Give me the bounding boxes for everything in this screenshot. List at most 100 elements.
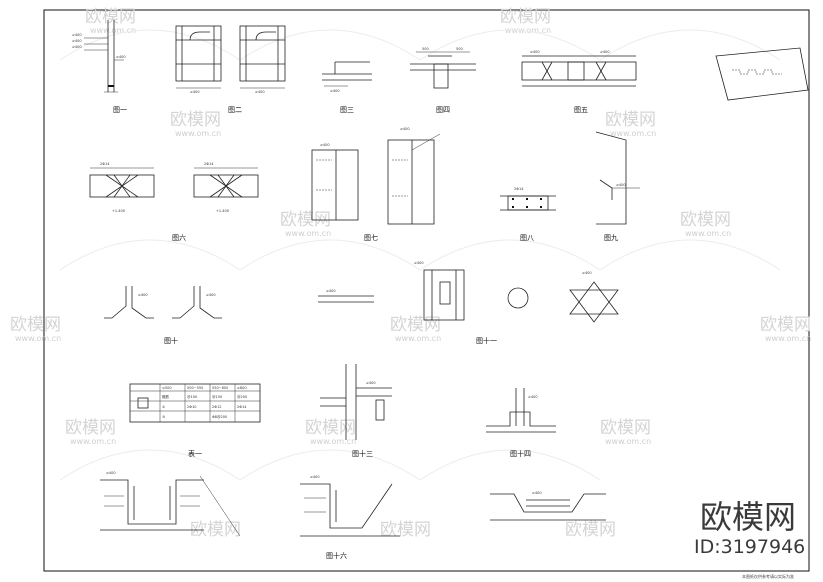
- figure-1: ≥400 ≥400 ≥400 ≥400 图一: [72, 20, 127, 114]
- table-1-cell: Φ8@200: [212, 415, 227, 419]
- svg-text:≥400: ≥400: [106, 471, 116, 475]
- figure-10: ≥400 ≥400 图十: [104, 286, 222, 345]
- watermark-site: www.om.cn: [605, 437, 651, 446]
- figure-7: ≥400 ≥400 图七: [311, 127, 441, 242]
- watermark-tile: 欧模网 www.om.cn: [680, 210, 731, 238]
- table-1-header-4: ≥800: [237, 386, 247, 390]
- svg-text:≥400: ≥400: [400, 127, 410, 131]
- watermark-site: www.om.cn: [285, 229, 331, 238]
- watermark-brand: 欧模网: [190, 520, 241, 540]
- svg-text:≥400: ≥400: [330, 89, 340, 93]
- figure-9: ≥400 图九: [595, 131, 640, 242]
- figure-5: ≥400 ≥400 图五: [521, 50, 637, 114]
- figure-13-caption: 图十三: [352, 449, 373, 458]
- figure-13: ≥400 图十三: [320, 364, 392, 458]
- svg-text:≥400: ≥400: [206, 293, 216, 297]
- table-1: ≤500 500~550 550~800 ≥800 箍筋 @100 @150 @…: [129, 383, 261, 458]
- svg-text:≥400: ≥400: [532, 491, 542, 495]
- figure-2-caption: 图二: [228, 106, 242, 114]
- figure-4-caption: 图四: [436, 106, 450, 114]
- watermark-brand: 欧模网: [380, 520, 431, 540]
- watermark-arcs: [59, 29, 781, 481]
- watermark-site: www.om.cn: [70, 437, 116, 446]
- figure-7-caption: 图七: [364, 233, 378, 242]
- watermark-brand: 欧模网: [10, 315, 61, 335]
- svg-text:≥400: ≥400: [255, 90, 265, 94]
- watermark-tile: 欧模网 www.om.cn: [390, 315, 441, 343]
- svg-text:+1.400: +1.400: [112, 209, 125, 213]
- sheet-border: [43, 9, 810, 572]
- svg-text:≥400: ≥400: [528, 395, 538, 399]
- watermark-site: www.om.cn: [90, 26, 136, 35]
- watermark-site: www.om.cn: [505, 26, 551, 35]
- footer-note: 本图纸仅供参考请以实际为准: [742, 573, 794, 579]
- table-1-cell: 箍筋: [162, 394, 169, 399]
- watermark-tile: 欧模网 www.om.cn: [170, 110, 221, 138]
- watermark-brand: 欧模网: [305, 418, 356, 438]
- watermark-brand: 欧模网: [760, 315, 811, 335]
- svg-text:≥400: ≥400: [190, 90, 200, 94]
- watermark-tile: 欧模网: [380, 520, 431, 540]
- watermark-tile: 欧模网 www.om.cn: [85, 7, 136, 35]
- svg-text:2Φ14: 2Φ14: [514, 187, 524, 191]
- table-1-cell: ③: [162, 415, 165, 419]
- brand-watermark: 欧模网 ID:3197946: [694, 498, 805, 558]
- table-1-caption: 表一: [188, 449, 202, 458]
- watermark-tile: 欧模网 www.om.cn: [605, 110, 656, 138]
- watermark-brand: 欧模网: [85, 7, 136, 27]
- figure-16: ≥400 图十六: [300, 475, 400, 560]
- watermark-site: www.om.cn: [610, 129, 656, 138]
- watermark-brand: 欧模网: [65, 418, 116, 438]
- figure-9-caption: 图九: [604, 233, 618, 242]
- svg-text:2Φ14: 2Φ14: [100, 162, 110, 166]
- watermark-tile: 欧模网 www.om.cn: [600, 418, 651, 446]
- watermark-site: www.om.cn: [310, 437, 356, 446]
- svg-text:≥400: ≥400: [310, 475, 320, 479]
- table-1-cell: 2Φ10: [187, 405, 196, 409]
- svg-text:≥400: ≥400: [582, 271, 592, 275]
- figure-8: 2Φ14 图八: [500, 187, 556, 242]
- watermark-tile: 欧模网: [190, 520, 241, 540]
- svg-text:≥400: ≥400: [530, 50, 540, 54]
- watermark-tile: 欧模网 www.om.cn: [65, 418, 116, 446]
- figure-14-caption: 图十四: [510, 449, 531, 458]
- watermark-brand: 欧模网: [170, 110, 221, 130]
- figure-1-caption: 图一: [113, 106, 127, 114]
- section-detail-left: ≥400: [100, 471, 241, 537]
- watermark-brand: 欧模网: [680, 210, 731, 230]
- watermark-tile: 欧模网 www.om.cn: [500, 7, 551, 35]
- table-1-cell: @100: [187, 395, 197, 399]
- watermark-site: www.om.cn: [395, 334, 441, 343]
- watermark-site: www.om.cn: [685, 229, 731, 238]
- figure-6-caption: 图六: [172, 233, 186, 242]
- watermark-tile: 欧模网 www.om.cn: [10, 315, 61, 343]
- watermark-site: www.om.cn: [765, 334, 811, 343]
- svg-text:≥400: ≥400: [72, 39, 82, 43]
- table-1-cell: @200: [237, 395, 247, 399]
- watermark-tile: 欧模网 www.om.cn: [760, 315, 811, 343]
- svg-text:≥400: ≥400: [414, 261, 424, 265]
- svg-text:≥400: ≥400: [616, 183, 626, 187]
- figure-6: 2Φ14 2Φ14 +1.400 +1.400 图六: [89, 162, 259, 242]
- table-1-cell: ②: [162, 405, 165, 409]
- svg-text:2Φ14: 2Φ14: [204, 162, 214, 166]
- figure-11-caption: 图十一: [476, 336, 497, 345]
- table-1-cell: @150: [212, 395, 222, 399]
- plan-sketch: [715, 47, 809, 101]
- watermark-brand: 欧模网: [565, 520, 616, 540]
- watermark-layer: 欧模网 www.om.cn 欧模网 www.om.cn 欧模网 www.om.c…: [10, 7, 811, 540]
- section-detail-right: ≥400: [490, 491, 606, 521]
- watermark-brand: 欧模网: [390, 315, 441, 335]
- figure-5-caption: 图五: [574, 106, 588, 114]
- figure-14: ≥400 图十四: [486, 388, 556, 458]
- figure-4: 500 500 图四: [410, 47, 476, 114]
- table-1-header-2: 500~550: [187, 386, 203, 390]
- figure-10-caption: 图十: [164, 336, 178, 345]
- svg-text:≥400: ≥400: [72, 33, 82, 37]
- brand-id: ID:3197946: [694, 536, 805, 558]
- svg-text:≥400: ≥400: [600, 50, 610, 54]
- table-1-header-3: 550~800: [212, 386, 228, 390]
- svg-text:+1.400: +1.400: [216, 209, 229, 213]
- table-1-cell: 2Φ12: [212, 405, 221, 409]
